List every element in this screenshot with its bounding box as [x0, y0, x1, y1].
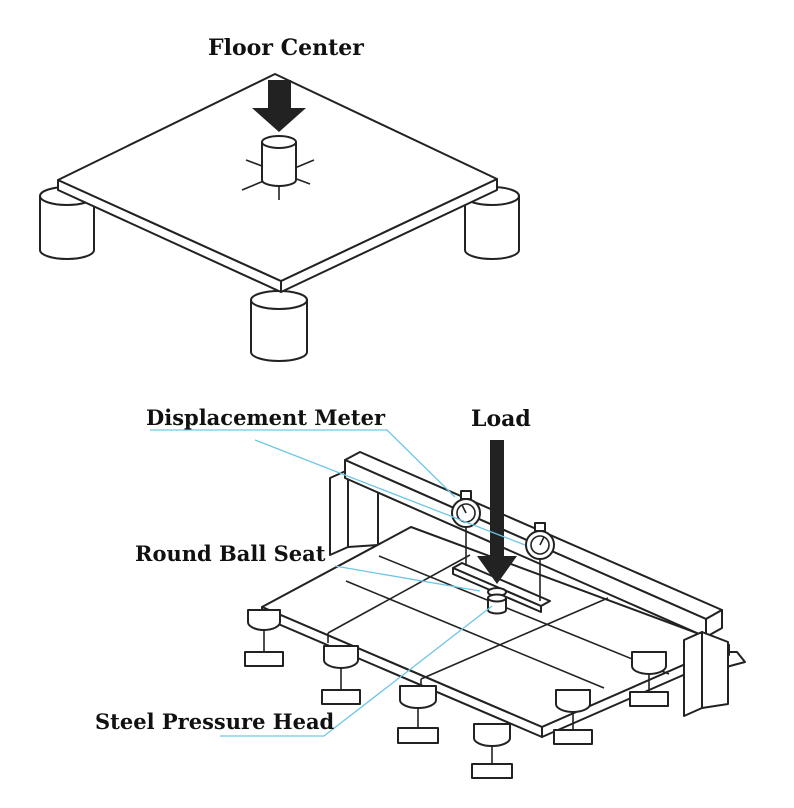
steel-pressure-head: [487, 593, 507, 615]
pedestal-front-4: [553, 689, 593, 745]
leader-lines: [150, 429, 526, 737]
bottom-test-rig: [150, 429, 746, 779]
load-arrow: [477, 440, 517, 584]
floor-grid: [261, 526, 730, 738]
displacement-meter-label: Displacement Meter: [146, 405, 386, 430]
displacement-meter-right: [525, 522, 555, 560]
top-floor-figure: [39, 73, 520, 362]
load-cylinder: [261, 135, 297, 187]
pedestal-front-5: [629, 651, 669, 707]
pedestal-front-left: [244, 609, 284, 667]
load-label: Load: [471, 406, 531, 432]
steel-pressure-head-label: Steel Pressure Head: [95, 709, 335, 734]
pedestal-front: [250, 290, 308, 362]
floor-center-arrow: [252, 80, 306, 132]
pedestal-front-3: [471, 723, 513, 779]
right-support-column: [683, 631, 729, 717]
pedestal-front-2: [397, 685, 439, 744]
floor-center-label: Floor Center: [208, 35, 364, 61]
pedestal-front-1: [321, 645, 361, 705]
round-ball-seat-label: Round Ball Seat: [135, 541, 326, 566]
